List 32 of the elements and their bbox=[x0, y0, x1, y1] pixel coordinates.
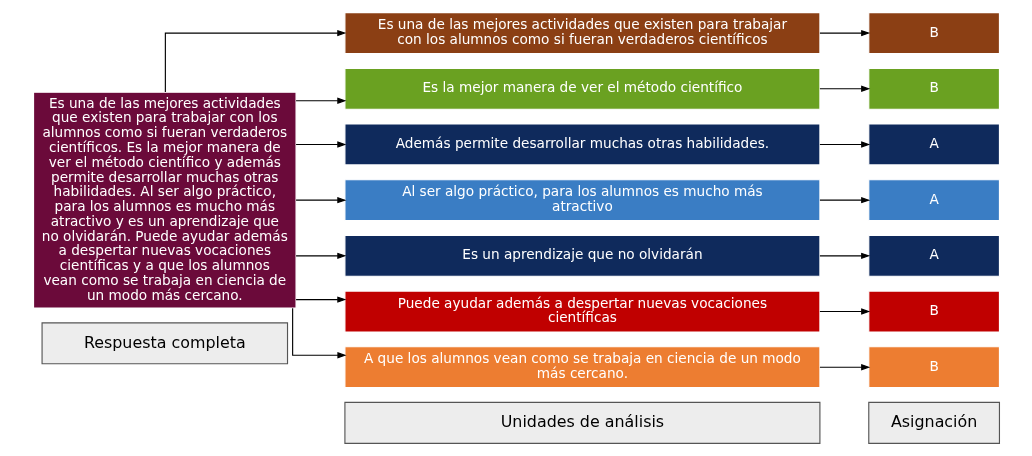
arrow bbox=[818, 29, 870, 37]
arrow bbox=[818, 196, 870, 204]
arrow bbox=[818, 141, 870, 148]
node-box: B bbox=[867, 290, 1000, 333]
node-box: Es la mejor manera de ver el método científico bbox=[343, 67, 820, 110]
arrow bbox=[818, 308, 870, 315]
arrow bbox=[295, 196, 346, 204]
node-box: Es una de las mejores actividades que existen para trabajar con los alumnos como si fueran verdaderos científicos bbox=[343, 12, 820, 55]
arrow bbox=[818, 364, 870, 371]
node-box: A bbox=[867, 234, 1000, 277]
node-box: Es una de las mejores actividades que existen para trabajar con los alumnos como si fueran verdaderos científicos. Es la mejor manera de ver el método científico y además permite desarrollar muchas otras habilidades. Al ser algo práctico, para los alumnos es mucho más atractivo y es un aprendizaje que no olvidarán. Puede ayudar además a despertar nuevas vocaciones científicas y a que los alumnos vean como se trabaja en ciencia de un modo más cercano. bbox=[32, 91, 297, 309]
node-box: A bbox=[867, 179, 1000, 222]
node-box: Unidades de análisis bbox=[343, 401, 820, 444]
node-box: A que los alumnos vean como se trabaja en ciencia de un modo más cercano. bbox=[343, 346, 820, 389]
arrow bbox=[818, 252, 870, 260]
arrow bbox=[291, 307, 346, 359]
arrow bbox=[295, 252, 346, 260]
node-box: B bbox=[867, 346, 1000, 389]
arrow bbox=[295, 97, 346, 104]
node-box: Además permite desarrollar muchas otras habilidades. bbox=[343, 123, 820, 166]
node-box: Puede ayudar además a despertar nuevas vocaciones científicas bbox=[343, 290, 820, 333]
node-box: B bbox=[867, 12, 1000, 55]
node-box: Es un aprendizaje que no olvidarán bbox=[343, 234, 820, 277]
arrow bbox=[295, 141, 346, 148]
arrow bbox=[164, 29, 346, 93]
arrow bbox=[295, 296, 346, 303]
node-box: B bbox=[867, 67, 1000, 110]
arrow bbox=[818, 85, 870, 92]
node-box: Al ser algo práctico, para los alumnos es mucho más atractivo bbox=[343, 179, 820, 222]
node-box: Respuesta completa bbox=[41, 322, 288, 365]
node-box: Asignación bbox=[867, 401, 1000, 444]
node-box: A bbox=[867, 123, 1000, 166]
